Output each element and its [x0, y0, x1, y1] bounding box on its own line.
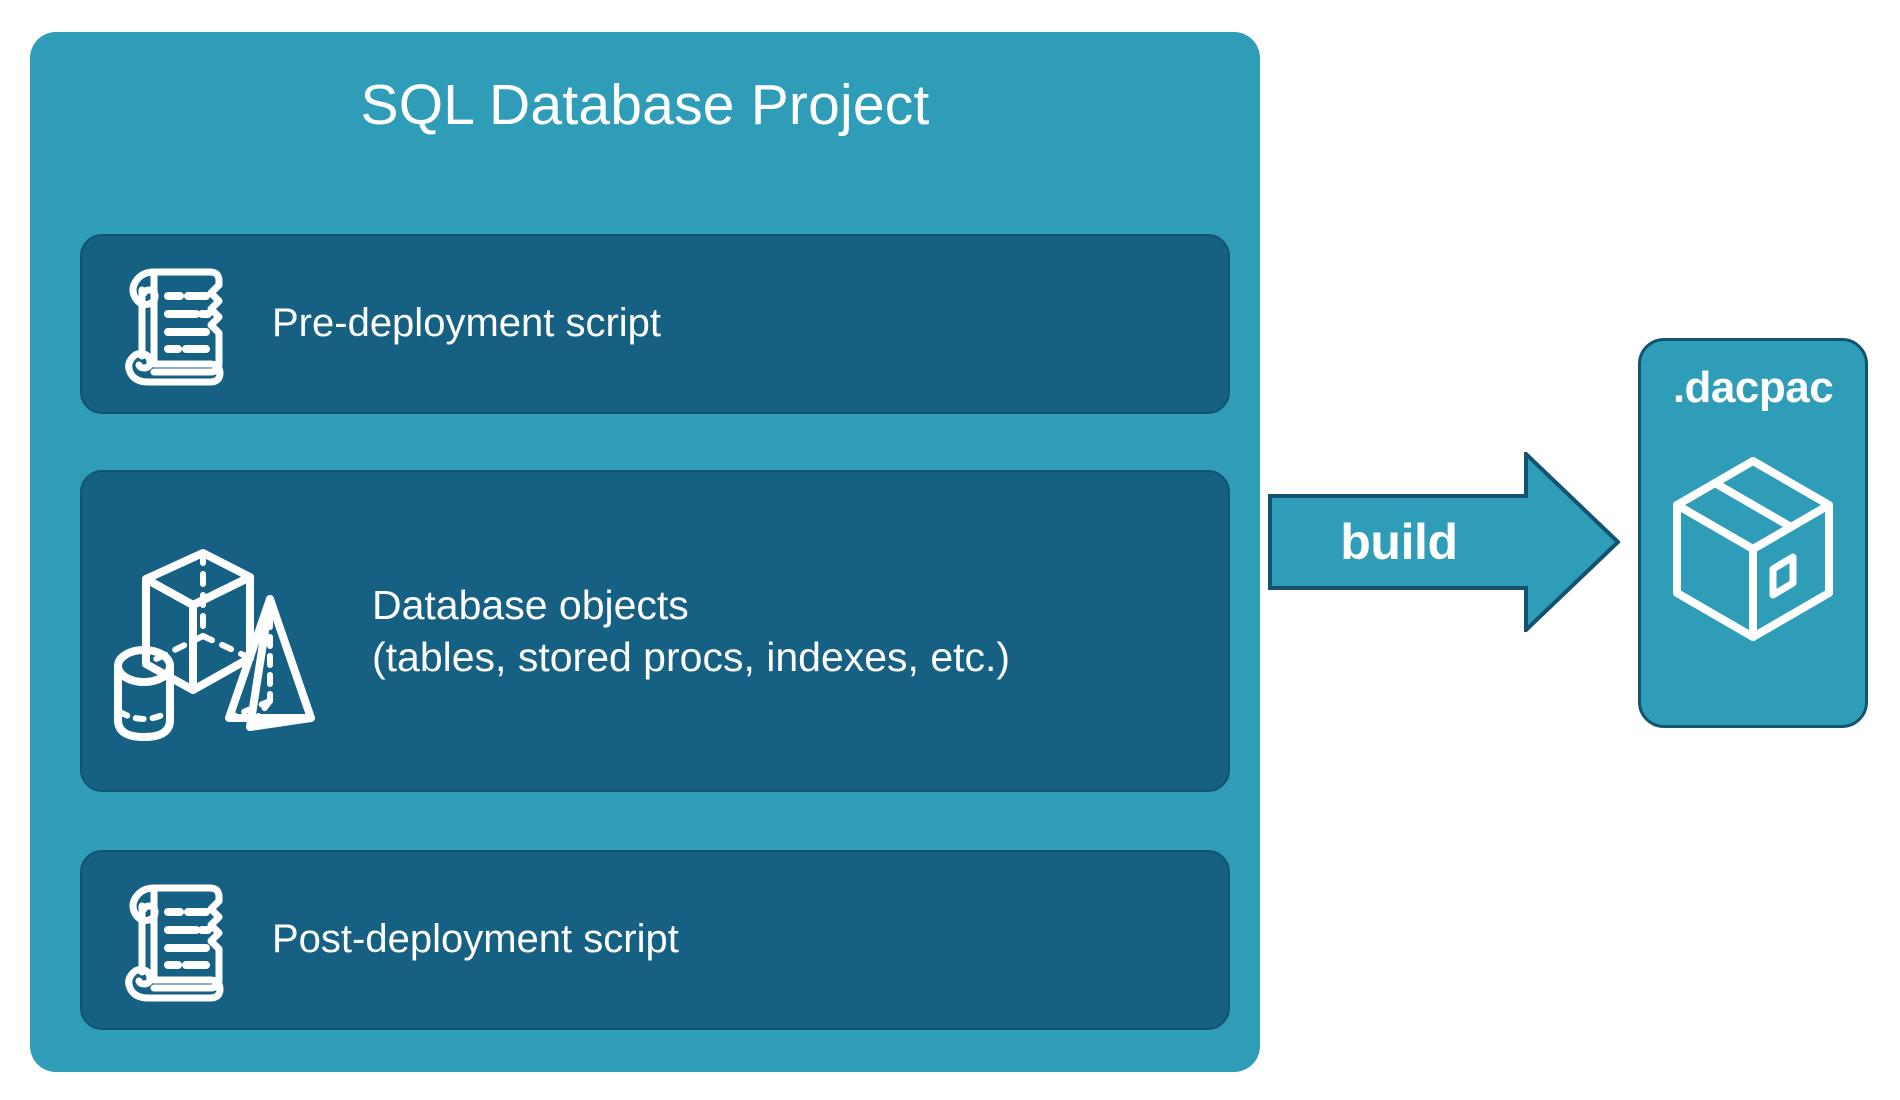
shapes-icon — [82, 506, 372, 756]
card-post-deployment-script[interactable]: Post-deployment script — [80, 850, 1230, 1030]
card-label: Post-deployment script — [272, 917, 679, 962]
card-database-objects[interactable]: Database objects (tables, stored procs, … — [80, 470, 1230, 792]
card-label: Database objects (tables, stored procs, … — [372, 581, 1011, 680]
card-label: Pre-deployment script — [272, 301, 662, 346]
page-title: SQL Database Project — [360, 73, 930, 137]
dacpac-output-panel[interactable]: .dacpac — [1638, 338, 1868, 728]
scroll-icon — [82, 876, 272, 1004]
dacpac-title: .dacpac — [1672, 363, 1834, 412]
sql-database-project-panel: SQL Database Project — [30, 32, 1260, 1072]
card-pre-deployment-script[interactable]: Pre-deployment script — [80, 234, 1230, 414]
build-arrow-icon — [1268, 452, 1620, 632]
scroll-icon — [82, 260, 272, 388]
package-box-icon — [1667, 449, 1839, 654]
